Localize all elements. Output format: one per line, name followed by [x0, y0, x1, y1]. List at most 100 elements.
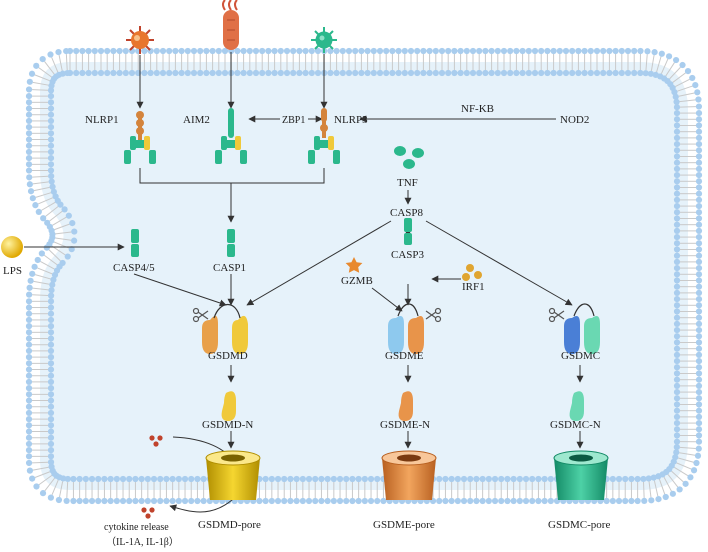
lipid-head [47, 292, 55, 299]
lipid-head [641, 497, 648, 505]
lipid-head [116, 47, 123, 55]
lipid-head [330, 475, 337, 483]
lipid-head [550, 69, 557, 77]
lipid-head [600, 47, 607, 55]
lipid-head [581, 69, 588, 77]
lipid-head [606, 69, 613, 77]
irf1-label: IRF1 [462, 281, 485, 293]
lipid-head [47, 310, 55, 317]
gsdme-n-label: GSDME-N [380, 419, 430, 431]
lipid-head [673, 104, 681, 111]
lipid-head [673, 264, 681, 272]
lipid-head [637, 47, 644, 55]
lipid-head [69, 220, 76, 227]
lipid-head [25, 428, 33, 435]
lipid-head [333, 47, 340, 55]
lipid-head [556, 69, 563, 77]
lipid-head [28, 70, 36, 77]
lipid-head [645, 475, 652, 482]
lipid-head [203, 69, 210, 77]
lipid-head [281, 497, 288, 505]
lipid-head [695, 314, 703, 321]
lipid-head [132, 497, 139, 505]
lipid-head [104, 47, 111, 55]
lipid-head [63, 497, 70, 505]
lipid-head [569, 47, 576, 55]
lipid-head [401, 69, 408, 77]
lipid-head [147, 69, 154, 77]
lipid-head [695, 345, 703, 352]
gsdmc-n-label: GSDMC-N [550, 419, 601, 431]
lipid-head [25, 391, 33, 398]
lipid-head [651, 49, 658, 56]
lipid-head [47, 453, 55, 460]
lipid-head [287, 497, 294, 505]
lipid-head [673, 407, 681, 414]
cell-membrane [25, 47, 703, 505]
lipid-head [47, 167, 55, 174]
lipid-head [47, 99, 55, 106]
lipid-head [40, 215, 47, 222]
lipid-head [673, 221, 681, 228]
lipid-head [673, 134, 681, 141]
lipid-head [673, 109, 681, 117]
lipid-head [529, 497, 536, 505]
lipid-head [695, 165, 703, 172]
lipid-head [47, 422, 55, 429]
lipid-head [318, 475, 325, 483]
lipid-head [673, 370, 681, 377]
lipid-head [673, 165, 681, 172]
lipid-head [64, 69, 71, 77]
lipid-head [71, 237, 78, 244]
casp1-label: CASP1 [213, 262, 246, 274]
lipid-head [209, 47, 216, 55]
lipid-head [695, 153, 703, 160]
lipid-head [367, 497, 375, 505]
cytoplasm [40, 62, 688, 490]
lipid-head [695, 333, 703, 340]
lipid-head [126, 475, 133, 483]
lipid-head [531, 69, 539, 77]
gsdmd-n-label: GSDMD-N [202, 419, 253, 431]
lipid-head [163, 497, 170, 505]
lipid-head [157, 497, 164, 505]
lipid-head [673, 339, 681, 346]
lipid-head [488, 47, 495, 55]
lipid-head [673, 333, 681, 340]
lipid-head [352, 69, 359, 77]
lipid-head [25, 304, 33, 311]
lipid-head [491, 475, 499, 483]
lipid-head [25, 378, 33, 386]
lipid-head [695, 438, 703, 445]
lipid-head [107, 497, 114, 505]
lipid-head [695, 289, 703, 296]
lipid-head [25, 142, 33, 149]
lipid-head [695, 395, 703, 402]
lipid-head [448, 475, 455, 483]
lipid-head [268, 497, 275, 505]
lipid-head [374, 497, 381, 505]
lipid-head [673, 215, 681, 222]
lipid-head [687, 474, 694, 481]
lipid-head [673, 395, 681, 402]
lipid-head [47, 111, 55, 118]
lipid-head [188, 497, 195, 505]
lipid-head [95, 475, 102, 483]
lipid-head [47, 341, 55, 348]
lipid-head [673, 314, 681, 321]
lipid-head [695, 258, 703, 265]
lipid-head [581, 47, 588, 55]
lipid-head [290, 69, 297, 77]
lipid-head [25, 366, 33, 373]
lipid-head [29, 270, 36, 277]
lipid-head [695, 215, 703, 222]
lipid-head [436, 475, 443, 483]
lipid-head [49, 183, 56, 190]
lipid-head [414, 47, 421, 55]
lipid-head [33, 483, 40, 490]
lipid-head [673, 178, 681, 185]
lipid-head [695, 283, 703, 290]
lipid-head [525, 47, 532, 55]
lipid-head [271, 69, 278, 77]
lipid-head [673, 240, 681, 247]
